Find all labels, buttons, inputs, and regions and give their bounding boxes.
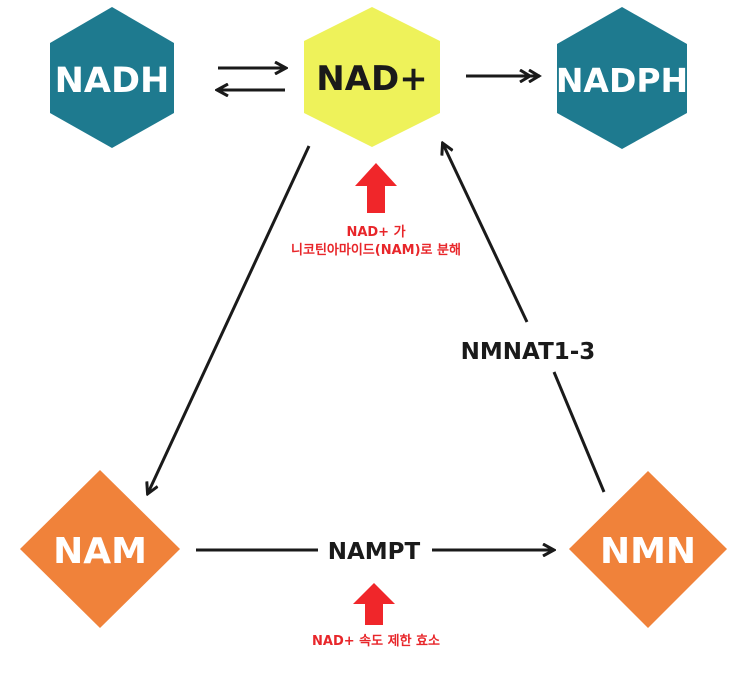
nmnat-label: NMNAT1-3 [461,339,596,365]
arrow-nad-to-nam [148,145,311,493]
nadh-node [50,7,174,148]
nadph-label: NADPH [556,61,688,100]
nadph-node [557,7,687,149]
nam-node [20,470,180,628]
arrow-nmnat-to-nad [443,144,529,323]
note-nad-breakdown-line2: 니코틴아마이드(NAM)로 분해 [291,242,461,258]
nampt-label: NAMPT [328,539,421,565]
arrow-nmn-to-nmnat [552,371,606,493]
nmn-label: NMN [600,531,696,572]
nadh-label: NADH [55,61,170,101]
nad-label: NAD+ [316,59,427,99]
nad-node [304,7,440,147]
note-rate-limiting: NAD+ 속도 제한 효소 [312,633,440,649]
note-nad-breakdown-line1: NAD+ 가 [346,225,405,240]
nam-label: NAM [53,531,147,572]
nmn-node [569,471,727,628]
highlight-arrow-rate-limiting [353,583,395,625]
highlight-arrow-nad-breakdown [355,163,397,213]
